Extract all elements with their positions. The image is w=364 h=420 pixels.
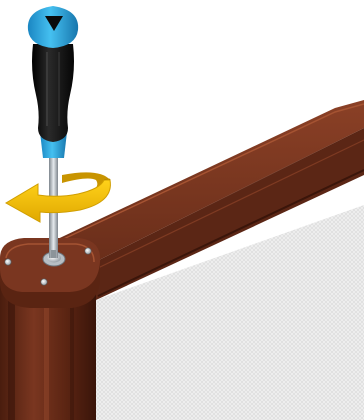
rotation-arrow-icon <box>6 179 110 222</box>
screwdriver-icon <box>28 6 78 158</box>
